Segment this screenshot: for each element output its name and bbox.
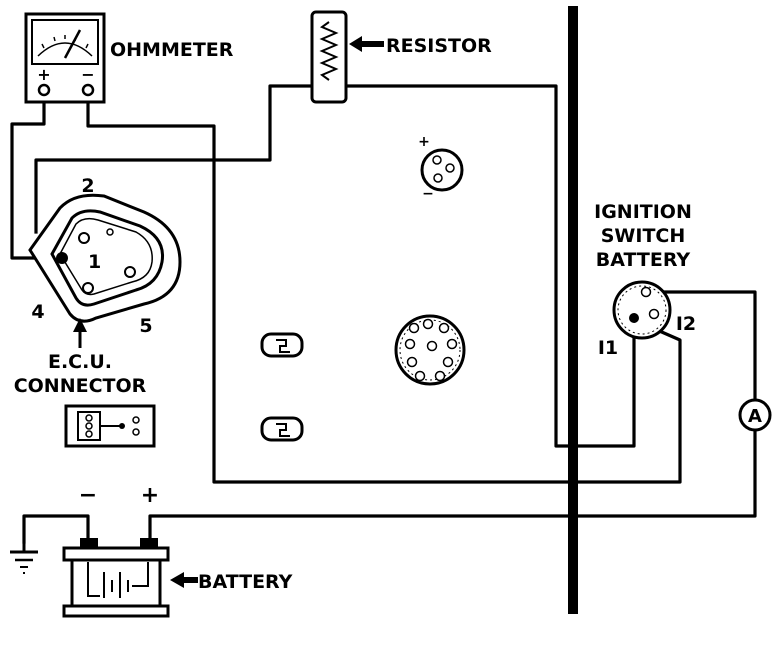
ignition-label-line2: SWITCH	[601, 225, 686, 247]
wire-meter-plus-to-ecu-pin1	[10, 90, 64, 260]
panel-connector-10pin	[394, 314, 466, 386]
battery-case	[70, 558, 162, 608]
panel-socket-small	[420, 148, 464, 192]
panel-plug-upper	[260, 332, 304, 358]
ohmmeter: + −	[24, 12, 106, 104]
panel-plug-lower	[260, 416, 304, 442]
ecu-connector-arrow	[73, 318, 87, 332]
ecu-connector	[28, 193, 182, 323]
battery-minus-sign: −	[79, 483, 97, 508]
battery-label: BATTERY	[198, 571, 293, 593]
resistor-coil	[319, 21, 339, 81]
ground-icon	[10, 540, 38, 574]
switch-terminal-i2	[648, 308, 660, 320]
meter-minus-terminal	[81, 83, 95, 97]
ecu-pin-5	[124, 266, 136, 278]
wire-meter-minus-to-switch	[86, 90, 682, 484]
battery	[62, 538, 170, 618]
ammeter-symbol: A	[748, 406, 762, 427]
resistor-arrow	[349, 36, 362, 52]
ecu-label-line2: CONNECTOR	[14, 375, 147, 397]
ecu-pin-1-label: 1	[88, 251, 101, 273]
ecu-pin-4	[82, 282, 94, 294]
ecu-pin-1	[56, 252, 68, 264]
switch-terminal-top	[640, 286, 652, 298]
ignition-label-line1: IGNITION	[594, 201, 692, 223]
resistor	[310, 10, 348, 104]
relay-icon	[64, 404, 156, 448]
meter-plus-terminal	[37, 83, 51, 97]
resistor-body	[310, 10, 348, 104]
terminal-i1-label: I1	[598, 337, 618, 359]
wire-ecu-to-resistor	[34, 84, 320, 234]
ohmmeter-label: OHMMETER	[110, 39, 234, 61]
wire-resistor-to-switch-i1	[342, 84, 636, 448]
ecu-pin-2-label: 2	[81, 175, 94, 197]
wire-switch-i2-to-ammeter	[662, 290, 757, 400]
meter-minus-sign: −	[81, 65, 94, 84]
ammeter: A	[738, 398, 772, 432]
resistor-label: RESISTOR	[386, 35, 492, 57]
firewall-divider	[568, 6, 578, 614]
ignition-label-line3: BATTERY	[596, 249, 691, 271]
socket-plus-sign: +	[418, 134, 430, 150]
battery-plus-sign: +	[141, 483, 159, 508]
terminal-i2-label: I2	[676, 313, 696, 335]
wiring	[10, 84, 757, 544]
battery-arrow	[170, 572, 184, 588]
wire-battery-minus-to-ground	[22, 514, 90, 544]
socket-minus-sign: −	[422, 186, 434, 202]
ecu-pin-2	[78, 232, 90, 244]
ecu-label-line1: E.C.U.	[48, 351, 112, 373]
ecu-pin-4-label: 4	[31, 301, 44, 323]
ecu-pin-5-label: 5	[139, 315, 152, 337]
switch-terminal-i1	[629, 313, 639, 323]
meter-plus-sign: +	[37, 65, 50, 84]
wire-ammeter-to-battery-plus	[148, 430, 757, 544]
ignition-switch	[612, 280, 672, 340]
ohmmeter-needle	[63, 29, 82, 59]
